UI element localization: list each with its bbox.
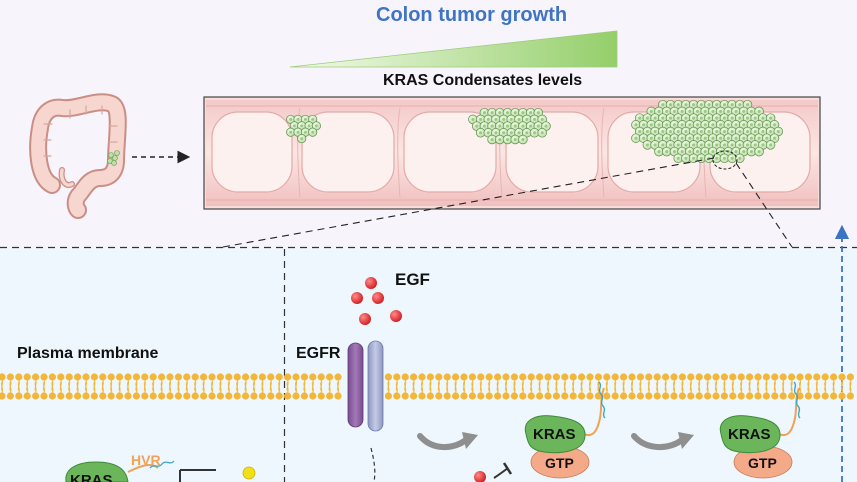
tumor-cluster-large (631, 99, 784, 164)
activation-arrow-1 (417, 432, 478, 450)
plasma-membrane (0, 373, 855, 400)
gtp-label-1: GTP (545, 455, 574, 471)
activation-arrow-2 (631, 432, 694, 450)
egf-label: EGF (395, 270, 430, 289)
zoom-line-right (735, 162, 793, 248)
kras-label-2: KRAS (728, 426, 771, 443)
tumor-cluster-small (286, 114, 321, 144)
signal-dash (370, 447, 376, 482)
kras-gtp-complex-1 (524, 381, 606, 479)
zoom-region-marker (712, 150, 738, 170)
hvr-label: HVR (131, 452, 161, 468)
kras-label-1: KRAS (533, 426, 576, 443)
tumor-cluster-medium (468, 107, 551, 145)
inhibition-mark (474, 462, 513, 482)
gtp-label-2: GTP (748, 455, 777, 471)
colon-organ-icon (29, 93, 127, 219)
figure-title: Colon tumor growth (376, 4, 568, 26)
egfr-label: EGFR (296, 345, 341, 362)
kras-label-partial: KRAS (70, 472, 113, 482)
condensate-gradient-wedge (289, 30, 618, 68)
kras-hvr-partial (65, 460, 256, 482)
kras-protein-icon (65, 461, 129, 482)
kras-protein-icon (719, 415, 781, 454)
kras-gtp-complex-2 (719, 381, 801, 479)
tumor-cluster-icon (107, 150, 120, 166)
egf-ligand-icon (351, 277, 402, 325)
kras-protein-icon (524, 415, 586, 454)
plasma-membrane-label: Plasma membrane (17, 345, 159, 362)
gradient-label: KRAS Condensates levels (383, 72, 583, 89)
egfr-receptor-icon (347, 340, 384, 432)
